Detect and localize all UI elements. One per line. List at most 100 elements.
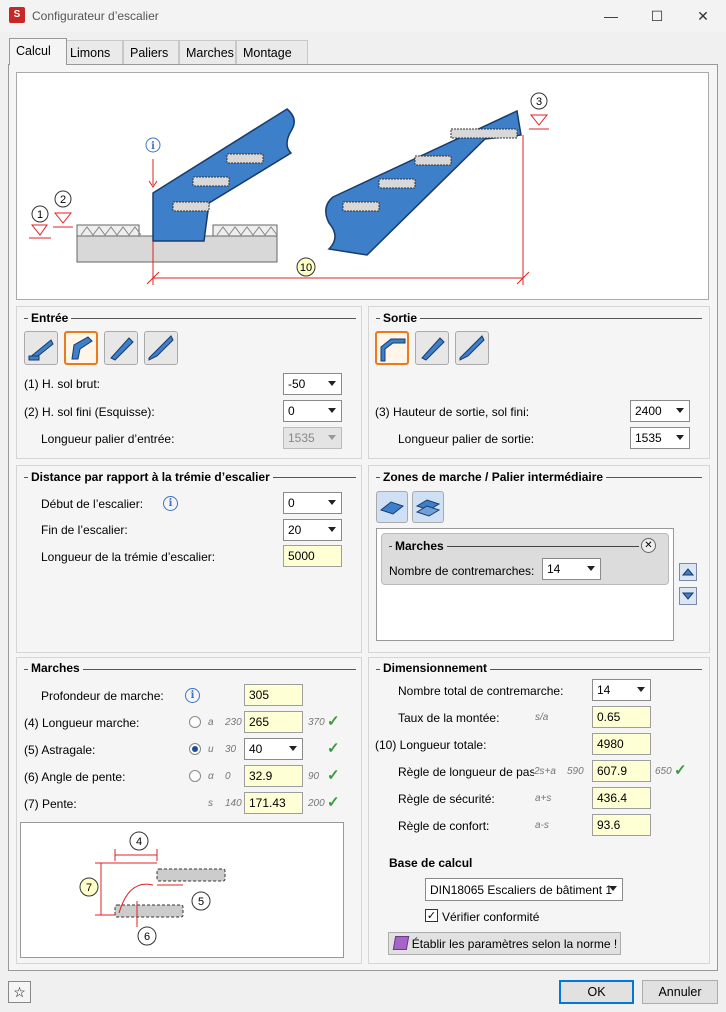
- tremie-input[interactable]: 5000: [283, 545, 342, 567]
- angle-pente-input[interactable]: 32.9: [244, 765, 303, 787]
- marker-10: 10: [300, 262, 312, 274]
- entree-type-3-button[interactable]: [104, 331, 138, 365]
- etablir-parametres-button[interactable]: Établir les paramètres selon la norme !: [388, 932, 621, 955]
- chevron-down-icon: [637, 687, 645, 692]
- hauteur-sortie-label: (3) Hauteur de sortie, sol fini:: [375, 405, 530, 419]
- entree-type-4-button[interactable]: [144, 331, 178, 365]
- app-icon: S: [9, 7, 25, 23]
- tremie-label: Longueur de la trémie d’escalier:: [41, 550, 216, 564]
- step-marker-5: 5: [198, 896, 204, 908]
- astragale-select[interactable]: 40: [244, 738, 303, 760]
- move-up-button[interactable]: [679, 563, 697, 581]
- taux-input[interactable]: 0.65: [592, 706, 651, 728]
- sortie-type-1-button[interactable]: [375, 331, 409, 365]
- close-button[interactable]: ✕: [697, 8, 709, 24]
- confort-input[interactable]: 93.6: [592, 814, 651, 836]
- favorites-star-icon[interactable]: ☆: [8, 981, 31, 1003]
- total-contremarche-select[interactable]: 14: [592, 679, 651, 701]
- tab-montage[interactable]: Montage: [236, 40, 308, 64]
- sortie-type-3-button[interactable]: [455, 331, 489, 365]
- confort-label: Règle de confort:: [398, 819, 490, 833]
- cancel-button[interactable]: Annuler: [642, 980, 718, 1004]
- longueur-marche-label: (4) Longueur marche:: [24, 716, 140, 730]
- h-sol-brut-label: (1) H. sol brut:: [24, 377, 101, 391]
- profondeur-label: Profondeur de marche:: [41, 689, 164, 703]
- total-contremarche-label: Nombre total de contremarche:: [398, 684, 564, 698]
- debut-escalier-label: Début de l’escalier:: [41, 497, 144, 511]
- dimensionnement-title: Dimensionnement: [380, 661, 491, 675]
- chevron-down-icon: [609, 886, 617, 891]
- distance-title: Distance par rapport à la trémie d’escal…: [28, 470, 273, 484]
- zones-title: Zones de marche / Palier intermédiaire: [380, 470, 607, 484]
- longueur-totale-input[interactable]: 4980: [592, 733, 651, 755]
- info-icon[interactable]: i: [163, 496, 178, 511]
- add-marches-zone-button[interactable]: [376, 491, 408, 523]
- valid-check-icon: ✓: [327, 794, 340, 811]
- securite-label: Règle de sécurité:: [398, 792, 495, 806]
- stair-diagram: 1 2 3 10 i: [16, 72, 709, 300]
- zone-marches-title: Marches: [392, 539, 447, 553]
- longueur-marche-radio[interactable]: [189, 716, 201, 728]
- valid-check-icon: ✓: [327, 767, 340, 784]
- marker-1: 1: [37, 209, 43, 221]
- ok-button[interactable]: OK: [559, 980, 634, 1004]
- tab-calcul[interactable]: Calcul: [9, 38, 67, 65]
- marker-2: 2: [60, 194, 66, 206]
- h-sol-brut-select[interactable]: -50: [283, 373, 342, 395]
- longueur-palier-entree-select: 1535: [283, 427, 342, 449]
- tab-paliers[interactable]: Paliers: [123, 40, 179, 64]
- step-diagram: 4 5 6 7: [20, 822, 344, 958]
- entree-type-1-button[interactable]: [24, 331, 58, 365]
- pente-input[interactable]: 171.43: [244, 792, 303, 814]
- astragale-radio[interactable]: [189, 743, 201, 755]
- angle-pente-label: (6) Angle de pente:: [24, 770, 126, 784]
- add-palier-zone-button[interactable]: [412, 491, 444, 523]
- eraser-icon: [392, 936, 410, 950]
- tab-limons[interactable]: Limons: [63, 40, 123, 64]
- tab-marches[interactable]: Marches: [179, 40, 236, 64]
- fin-escalier-label: Fin de l’escalier:: [41, 523, 128, 537]
- longueur-marche-input[interactable]: 265: [244, 711, 303, 733]
- regle-longueur-label: Règle de longueur de pas:: [398, 765, 534, 779]
- base-calcul-select[interactable]: DIN18065 Escaliers de bâtiment 1: [425, 878, 623, 901]
- fin-escalier-select[interactable]: 20: [283, 519, 342, 541]
- chevron-down-icon: [328, 381, 336, 386]
- astragale-label: (5) Astragale:: [24, 743, 96, 757]
- marker-3: 3: [536, 96, 542, 108]
- chevron-down-icon: [328, 500, 336, 505]
- info-icon: i: [151, 141, 155, 152]
- chevron-down-icon: [289, 746, 297, 751]
- hauteur-sortie-select[interactable]: 2400: [630, 400, 690, 422]
- stair-diagram-svg: 1 2 3 10 i: [29, 92, 549, 285]
- contremarches-label: Nombre de contremarches:: [389, 564, 535, 578]
- longueur-totale-label: (10) Longueur totale:: [375, 738, 487, 752]
- entree-title: Entrée: [28, 311, 72, 325]
- angle-pente-radio[interactable]: [189, 770, 201, 782]
- entree-type-2-button[interactable]: [64, 331, 98, 365]
- info-icon[interactable]: i: [185, 688, 200, 703]
- verifier-checkbox[interactable]: ✓: [425, 909, 438, 922]
- debut-escalier-select[interactable]: 0: [283, 492, 342, 514]
- step-marker-7: 7: [86, 882, 92, 894]
- minimize-button[interactable]: —: [604, 8, 618, 24]
- base-calcul-title: Base de calcul: [386, 856, 476, 870]
- chevron-down-icon: [328, 527, 336, 532]
- h-sol-fini-label: (2) H. sol fini (Esquisse):: [24, 405, 155, 419]
- valid-check-icon: ✓: [327, 740, 340, 757]
- remove-zone-icon[interactable]: ✕: [641, 538, 656, 553]
- maximize-button[interactable]: ☐: [650, 8, 664, 24]
- profondeur-input[interactable]: 305: [244, 684, 303, 706]
- contremarches-select[interactable]: 14: [542, 558, 601, 580]
- securite-input[interactable]: 436.4: [592, 787, 651, 809]
- longueur-palier-entree-label: Longueur palier d’entrée:: [41, 432, 175, 446]
- regle-longueur-input[interactable]: 607.9: [592, 760, 651, 782]
- h-sol-fini-select[interactable]: 0: [283, 400, 342, 422]
- taux-label: Taux de la montée:: [398, 711, 500, 725]
- move-down-button[interactable]: [679, 587, 697, 605]
- chevron-down-icon: [587, 566, 595, 571]
- chevron-down-icon: [676, 435, 684, 440]
- step-marker-6: 6: [144, 931, 150, 943]
- sortie-type-2-button[interactable]: [415, 331, 449, 365]
- longueur-palier-sortie-select[interactable]: 1535: [630, 427, 690, 449]
- chevron-down-icon: [328, 435, 336, 440]
